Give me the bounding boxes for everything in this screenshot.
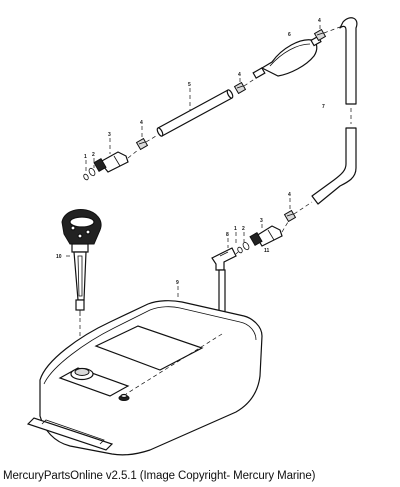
leader-clamp-bulb	[243, 77, 257, 87]
callout-5: 5	[188, 82, 191, 88]
callout-4-mid: 4	[238, 72, 241, 78]
hose-clamp-top-right	[313, 28, 327, 42]
fuel-tank	[26, 300, 263, 456]
callout-9: 9	[176, 280, 179, 286]
oring-lower	[237, 241, 250, 254]
hose-clamp-left	[135, 137, 149, 151]
callout-8: 8	[226, 232, 229, 238]
fuel-hose-lower	[311, 127, 357, 205]
fuel-hose-upper	[339, 17, 358, 105]
fuel-gauge-assembly	[61, 209, 102, 316]
callout-4-left: 4	[140, 120, 143, 126]
fuel-connector-lower	[249, 225, 283, 247]
fuel-system-exploded-diagram: 1 2 3 4 5 4 6 4 7 1 2 3 4 8 11 9 10	[26, 17, 358, 456]
callout-10: 10	[56, 254, 62, 260]
fuel-connector-upper	[93, 151, 129, 173]
oring-upper	[83, 167, 96, 181]
elbow-fitting	[211, 247, 237, 271]
callout-2-lower: 2	[242, 226, 245, 232]
leader-clamp-left	[145, 135, 157, 143]
callout-3-upper: 3	[108, 132, 111, 138]
callout-7: 7	[322, 104, 325, 110]
leader-elbow	[235, 251, 239, 255]
callout-1-lower: 1	[234, 226, 237, 232]
callout-2-upper: 2	[92, 152, 95, 158]
callout-6: 6	[288, 32, 291, 38]
callout-4-top: 4	[318, 18, 321, 24]
leader-clamp-hose	[323, 26, 341, 34]
callout-4-lower: 4	[288, 192, 291, 198]
fuel-line-hose	[156, 89, 234, 137]
callout-1-upper: 1	[84, 154, 87, 160]
primer-bulb	[252, 35, 322, 79]
callout-11: 11	[264, 248, 270, 254]
copyright-caption: MercuryPartsOnline v2.5.1 (Image Copyrig…	[3, 470, 316, 482]
leader-connector-clamp	[127, 149, 139, 159]
hose-clamp-mid	[233, 81, 247, 95]
leader-connector-lower	[281, 221, 289, 233]
callout-3-lower: 3	[260, 218, 263, 224]
leader-pickup-to-tank	[125, 333, 223, 395]
leader-lower-clamp-hose	[293, 201, 313, 215]
hose-clamp-lower-right	[283, 209, 297, 223]
